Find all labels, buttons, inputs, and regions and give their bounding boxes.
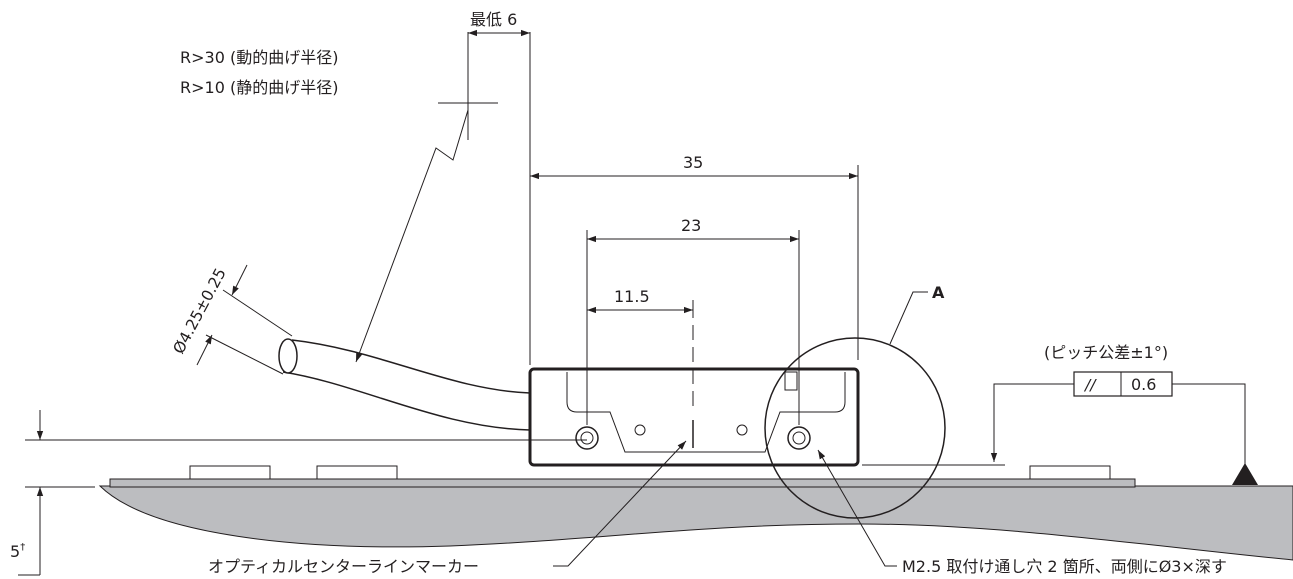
bend-radius-static: R>10 (静的曲げ半径) — [180, 78, 338, 97]
mounting-pad-1 — [189, 465, 271, 480]
detail-label: A — [932, 283, 945, 302]
detail-circle-a — [764, 337, 946, 519]
tolerance-value: 0.6 — [1131, 375, 1156, 394]
mounting-surface — [98, 485, 1293, 561]
readhead — [528, 367, 860, 467]
mounting-pad-2 — [316, 465, 398, 480]
datum-triangle — [1232, 463, 1258, 485]
dimension-35: 35 — [683, 153, 703, 172]
height-label: 5† — [10, 542, 25, 561]
bend-radius-dynamic: R>30 (動的曲げ半径) — [180, 48, 338, 67]
mounting-holes-callout: M2.5 取付け通し穴 2 箇所、両側にØ3×深す — [902, 557, 1227, 576]
cable-diameter-label: Ø4.25±0.25 — [170, 265, 230, 357]
min-clearance-label: 最低 6 — [470, 10, 517, 29]
dimension-23: 23 — [681, 216, 701, 235]
dimension-11-5: 11.5 — [614, 287, 650, 306]
mounting-plate — [109, 478, 1136, 488]
parallel-symbol: // — [1083, 376, 1097, 394]
cable — [278, 338, 531, 431]
mounting-pad-3 — [1029, 465, 1111, 480]
tolerance-frame: // 0.6 — [1073, 371, 1173, 397]
center-marker-callout: オプティカルセンターラインマーカー — [208, 557, 479, 576]
pitch-tolerance-note: (ピッチ公差±1°) — [1044, 343, 1168, 362]
